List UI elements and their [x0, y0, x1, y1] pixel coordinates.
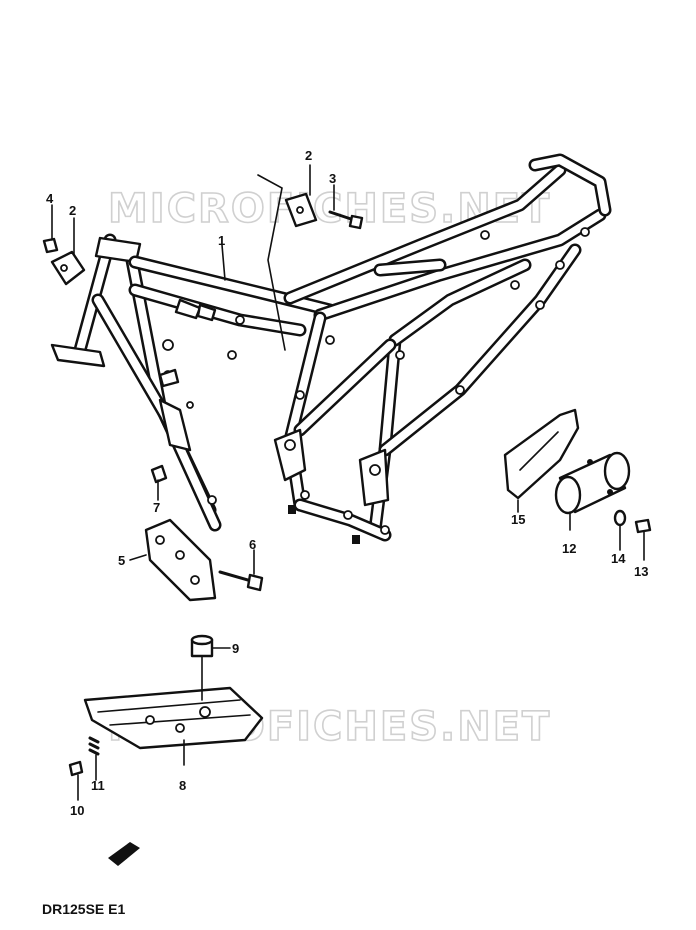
callout-4: 4: [46, 191, 54, 206]
callout-8: 8: [179, 778, 186, 793]
callout-11: 11: [91, 778, 105, 793]
plate-5: [144, 518, 217, 602]
callout-2-top: 2: [305, 148, 312, 163]
callout-9: 9: [232, 641, 239, 656]
leader-lines: [51, 164, 645, 801]
bracket-2-left: [50, 250, 86, 286]
callout-10: 10: [70, 803, 84, 818]
callout-3: 3: [329, 171, 336, 186]
guard-15: [503, 408, 580, 500]
model-code: DR125SE E1: [42, 901, 125, 917]
callout-12: 12: [562, 541, 576, 556]
callout-5: 5: [118, 553, 125, 568]
washer-14: [613, 509, 627, 527]
spring-11: [88, 736, 100, 756]
callout-2-left: 2: [69, 203, 76, 218]
nut-7: [150, 464, 168, 484]
cover-12: [554, 451, 631, 515]
skid-plate-8: [83, 686, 264, 750]
screw-13: [634, 518, 652, 534]
main-frame: [50, 153, 612, 544]
callout-1: 1: [218, 233, 225, 248]
screw-10: [68, 760, 84, 777]
callout-7: 7: [153, 500, 160, 515]
arrow-front: [108, 842, 140, 866]
callout-6: 6: [249, 537, 256, 552]
callout-15: 15: [511, 512, 525, 527]
nut-4: [42, 237, 59, 254]
callout-13: 13: [634, 564, 648, 579]
callout-14: 14: [611, 551, 626, 566]
